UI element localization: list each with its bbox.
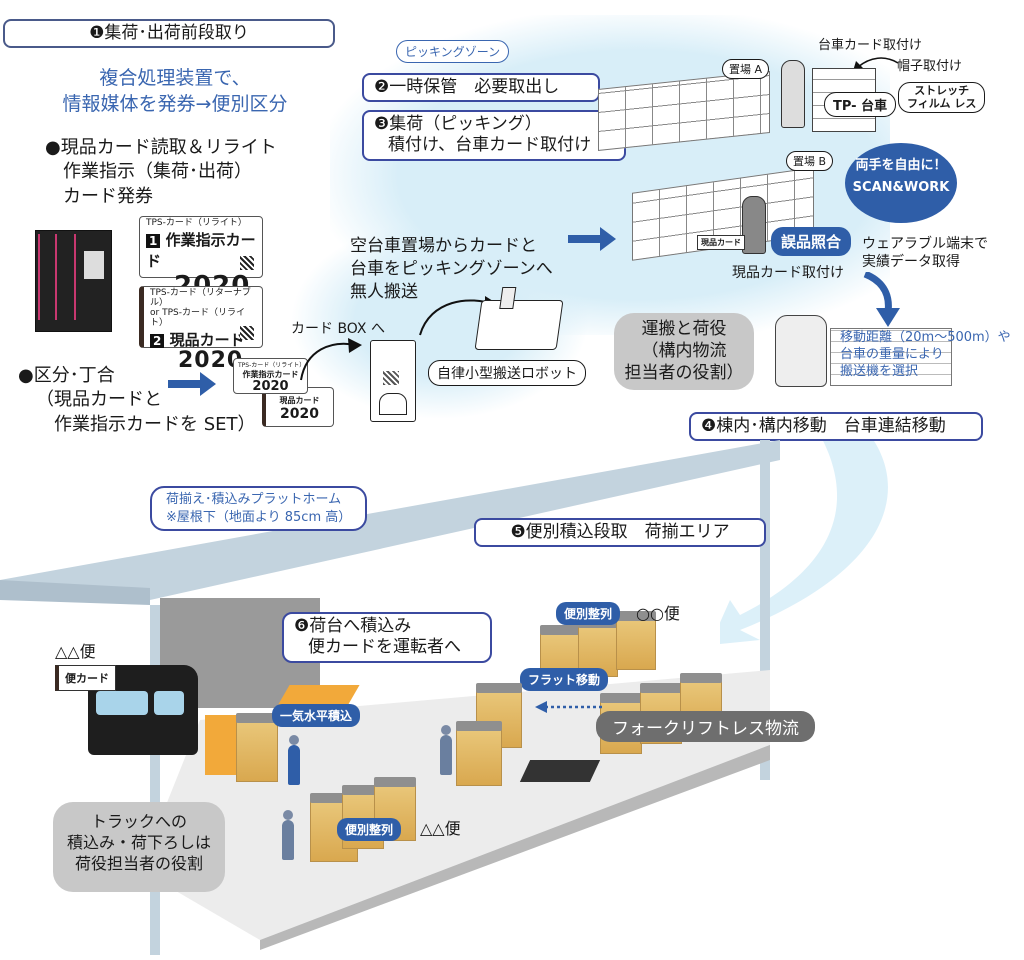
step3-box: ❸集荷（ピッキング） 積付け、台車カード取付け bbox=[362, 110, 626, 161]
agv-description: 空台車置場からカードと 台車をピッキングゾーンへ 無人搬送 bbox=[350, 236, 553, 302]
mini-work-card: TPS-カード（リライト） 作業指示カード 2020 bbox=[233, 358, 308, 394]
sort-by-route-badge: 便別整列 bbox=[337, 818, 402, 841]
card-box-image bbox=[370, 340, 416, 422]
transport-selection-note: 移動距離（20m〜500m）や 台車の重量により 搬送機を選択 bbox=[840, 330, 1011, 379]
cap-attach-label: 帽子取付け bbox=[897, 59, 963, 74]
worker-figure bbox=[282, 810, 294, 860]
route-label-bottom: △△便 bbox=[420, 819, 461, 838]
curved-arrow-to-box bbox=[300, 338, 362, 381]
location-a-label: 置場 A bbox=[722, 59, 770, 79]
stretch-film-less-label: ストレッチ フィルム レス bbox=[898, 82, 986, 114]
item-card-tag: 現品カード bbox=[697, 235, 745, 250]
pallet bbox=[456, 721, 502, 786]
step1-headline: 複合処理装置で、 情報媒体を発券→便別区分 bbox=[62, 67, 288, 115]
transport-role-bubble: 運搬と荷役 （構内物流 担当者の役割） bbox=[614, 313, 754, 390]
sort-by-route-badge: 便別整列 bbox=[556, 602, 621, 625]
flat-dolly bbox=[519, 760, 601, 782]
worker-with-scanner bbox=[742, 196, 766, 254]
step2-box: ❷一時保管 必要取出し bbox=[362, 73, 600, 103]
qr-code-icon bbox=[240, 256, 254, 270]
loader-role-bubble: トラックへの 積込み・荷下ろしは 荷役担当者の役割 bbox=[53, 802, 225, 892]
pallet bbox=[236, 713, 278, 782]
step4-box: ❹棟内･構内移動 台車連結移動 bbox=[689, 412, 983, 442]
dotted-left-arrow bbox=[535, 701, 603, 713]
pallet bbox=[616, 611, 656, 670]
card-box-label: カード BOX へ bbox=[291, 321, 385, 337]
robot-label: 自律小型搬送ロボット bbox=[428, 360, 586, 386]
qr-code-icon bbox=[240, 326, 254, 340]
step1-bullet-issue: ●現品カード読取＆リライト 作業指示（集荷･出荷） カード発券 bbox=[45, 137, 277, 207]
item-card: TPS-カード（リターナブル） or TPS-カード（リライト） 2 現品カード… bbox=[139, 286, 263, 371]
flat-move-badge: フラット移動 bbox=[520, 668, 609, 691]
step5-box: ❺便別積込段取 荷揃エリア bbox=[474, 518, 766, 548]
scan-work-badge: 両手を自由に！ SCAN&WORK bbox=[845, 143, 957, 223]
work-instruction-card: TPS-カード（リライト） 1 作業指示カード 2020 bbox=[139, 216, 263, 301]
worker-figure bbox=[781, 60, 805, 128]
processing-machine-image bbox=[35, 230, 112, 332]
step1-title-box: ❶集荷･出荷前段取り bbox=[3, 19, 335, 49]
platform-roof bbox=[0, 440, 780, 955]
tp-cart-label: TP- 台車 bbox=[824, 92, 897, 117]
location-b-label: 置場 B bbox=[786, 151, 834, 171]
worker-figure bbox=[440, 725, 452, 775]
flow-arrow-large bbox=[720, 435, 888, 644]
worker-figure bbox=[288, 735, 300, 785]
truck-route-label: △△便 bbox=[55, 642, 96, 661]
picking-zone-label: ピッキングゾーン bbox=[396, 40, 510, 63]
forklift-less-label: フォークリフトレス物流 bbox=[596, 711, 815, 742]
tug-vehicle-image bbox=[775, 315, 827, 387]
route-card: 便カード bbox=[55, 665, 116, 691]
item-card-attach-label: 現品カード取付け bbox=[732, 265, 844, 281]
route-label-top: ○○便 bbox=[636, 604, 680, 623]
platform-label: 荷揃え･積込みプラットホーム ※屋根下（地面より 85cm 高） bbox=[150, 486, 368, 532]
autonomous-robot-image bbox=[474, 287, 564, 350]
step1-bullet-sort: ●区分･丁合 （現品カードと 作業指示カードを SET） bbox=[18, 365, 256, 435]
mismatch-check-badge: 誤品照合 bbox=[771, 227, 852, 256]
linked-carts-image bbox=[830, 328, 952, 386]
cart-card-attach-label: 台車カード取付け bbox=[818, 38, 923, 53]
down-arrow-icon bbox=[863, 272, 900, 327]
wearable-description: ウェアラブル端末で 実績データ取得 bbox=[862, 236, 988, 271]
right-arrow-icon bbox=[168, 372, 216, 396]
right-arrow-icon bbox=[568, 227, 616, 251]
level-loading-badge: 一気水平積込 bbox=[272, 704, 361, 727]
step6-box: ❻荷台へ積込み 便カードを運転者へ bbox=[282, 612, 492, 663]
step1-title: ❶集荷･出荷前段取り bbox=[89, 23, 249, 43]
